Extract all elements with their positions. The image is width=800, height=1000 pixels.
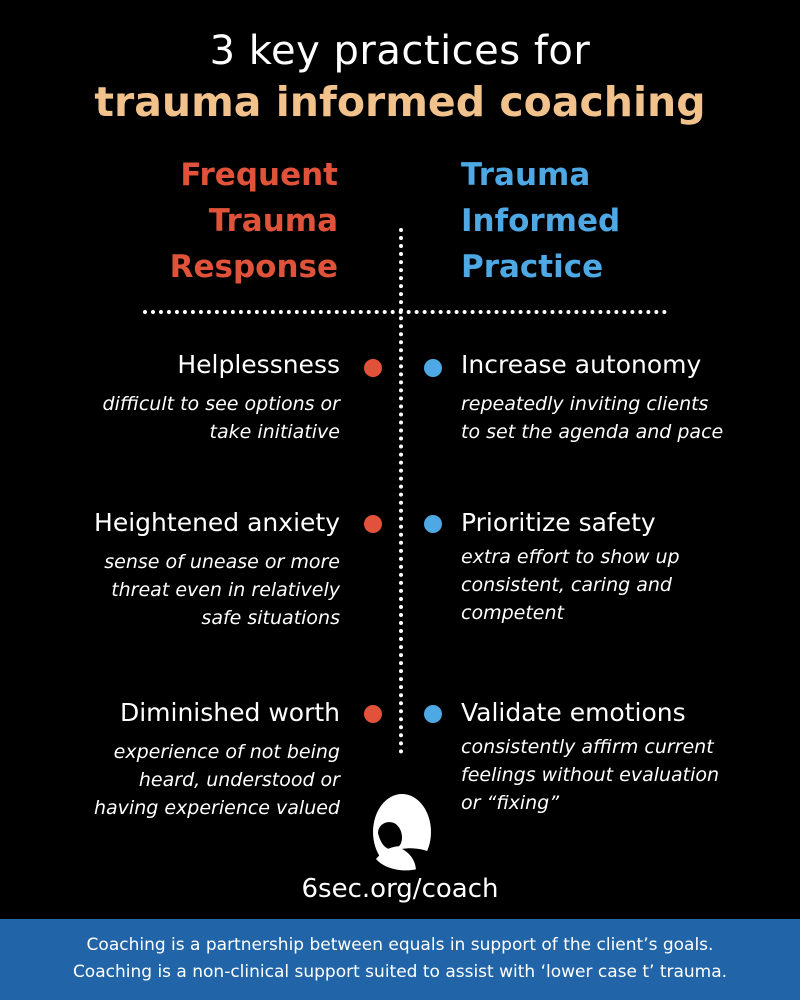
description-line: or “fixing” bbox=[461, 792, 560, 814]
description-line: to set the agenda and pace bbox=[461, 421, 724, 443]
response-bullet-icon bbox=[364, 515, 382, 533]
description-line: heard, understood or bbox=[138, 769, 340, 791]
vertical-dotted-divider bbox=[399, 228, 403, 754]
response-title: Heightened anxiety bbox=[94, 508, 340, 537]
response-bullet-icon bbox=[364, 359, 382, 377]
description-line: experience of not being bbox=[113, 741, 340, 763]
left-column-heading: Frequent Trauma Response bbox=[78, 152, 338, 290]
description-line: threat even in relatively bbox=[111, 579, 340, 601]
horizontal-dotted-divider bbox=[143, 310, 667, 314]
description-line: consistently affirm current bbox=[461, 736, 714, 758]
response-title: Helplessness bbox=[177, 350, 340, 379]
footer-banner: Coaching is a partnership between equals… bbox=[0, 919, 800, 1000]
website-url: 6sec.org/coach bbox=[301, 874, 499, 904]
practice-title: Validate emotions bbox=[461, 698, 686, 727]
title-line-2: trauma informed coaching bbox=[94, 78, 706, 126]
practice-title: Increase autonomy bbox=[461, 350, 702, 379]
right-heading-line: Practice bbox=[461, 249, 604, 285]
six-seconds-logo-icon bbox=[373, 794, 432, 871]
practice-bullet-icon bbox=[424, 515, 442, 533]
practice-description: consistently affirm current feelings wit… bbox=[461, 733, 781, 817]
title-line-1: 3 key practices for bbox=[209, 28, 591, 74]
response-bullet-icon bbox=[364, 705, 382, 723]
response-title: Diminished worth bbox=[119, 698, 340, 727]
response-description: experience of not being heard, understoo… bbox=[40, 738, 340, 822]
description-line: take initiative bbox=[209, 421, 340, 443]
description-line: consistent, caring and bbox=[461, 574, 672, 596]
right-heading-line: Informed bbox=[461, 203, 621, 239]
left-heading-line: Response bbox=[169, 249, 338, 285]
description-line: having experience valued bbox=[94, 797, 340, 819]
left-heading-line: Frequent bbox=[180, 157, 338, 193]
footer-line: Coaching is a non-clinical support suite… bbox=[72, 962, 728, 982]
practice-description: extra effort to show up consistent, cari… bbox=[461, 543, 781, 627]
description-line: safe situations bbox=[201, 607, 340, 629]
practice-description: repeatedly inviting clients to set the a… bbox=[461, 390, 781, 446]
practice-title: Prioritize safety bbox=[461, 508, 656, 537]
practice-bullet-icon bbox=[424, 705, 442, 723]
description-line: extra effort to show up bbox=[461, 546, 680, 568]
right-heading-line: Trauma bbox=[461, 157, 591, 193]
footer-line: Coaching is a partnership between equals… bbox=[86, 935, 714, 955]
description-line: sense of unease or more bbox=[104, 551, 340, 573]
right-column-heading: Trauma Informed Practice bbox=[461, 152, 721, 290]
description-line: competent bbox=[461, 602, 564, 624]
practice-bullet-icon bbox=[424, 359, 442, 377]
description-line: feelings without evaluation bbox=[461, 764, 720, 786]
left-heading-line: Trauma bbox=[208, 203, 338, 239]
description-line: difficult to see options or bbox=[102, 393, 340, 415]
response-description: difficult to see options or take initiat… bbox=[40, 390, 340, 446]
description-line: repeatedly inviting clients bbox=[461, 393, 709, 415]
response-description: sense of unease or more threat even in r… bbox=[40, 548, 340, 632]
